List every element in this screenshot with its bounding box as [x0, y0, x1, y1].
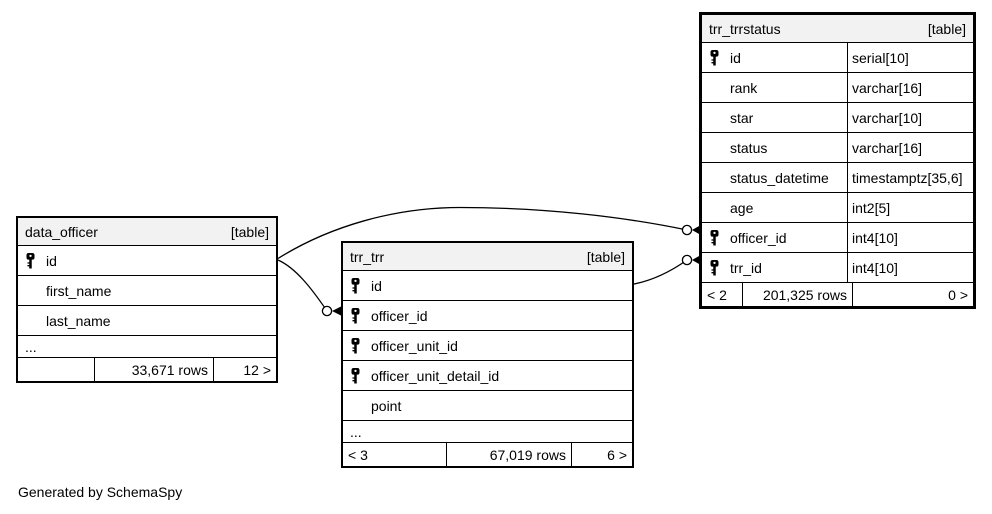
column-name: officer_unit_id: [371, 337, 458, 354]
primary-key-icon: [351, 277, 360, 294]
column-name: status_datetime: [730, 169, 829, 186]
column-row-age: age int2[5]: [702, 192, 973, 222]
edge-dataofficer-to-trrtrr-officerid: [277, 259, 328, 312]
column-name: officer_unit_detail_id: [371, 367, 500, 384]
column-row-officer-unit-detail-id: officer_unit_detail_id: [343, 360, 632, 390]
column-row-id: id serial[10]: [702, 42, 973, 72]
column-name: point: [371, 397, 402, 414]
table-name[interactable]: trr_trr: [350, 248, 385, 265]
zero-or-one-marker: [321, 305, 333, 317]
table-name[interactable]: data_officer: [25, 223, 98, 240]
footer-children-count: 12 >: [213, 358, 276, 381]
column-row-officer-id: officer_id: [343, 300, 632, 330]
table-footer: < 2 201,325 rows 0 >: [702, 282, 973, 306]
table-name[interactable]: trr_trrstatus: [709, 20, 781, 37]
column-name: first_name: [46, 282, 112, 299]
table-type-tag: [table]: [927, 20, 966, 37]
footer-parents-count: [18, 358, 94, 381]
column-row-id: id: [343, 270, 632, 300]
table-header: data_officer [table]: [18, 218, 276, 245]
column-type: varchar[10]: [847, 103, 973, 132]
footer-children-count: 0 >: [852, 283, 973, 306]
column-name: last_name: [46, 312, 111, 329]
foreign-key-icon: [710, 259, 719, 276]
foreign-key-icon: [710, 229, 719, 246]
footer-children-count: 6 >: [571, 443, 632, 466]
primary-key-icon: [710, 49, 719, 66]
table-header: trr_trrstatus [table]: [702, 15, 973, 42]
edge-trrtrr-to-trrstatus-trrid: [633, 259, 688, 285]
column-row-status-datetime: status_datetime timestamptz[35,6]: [702, 162, 973, 192]
foreign-key-icon: [351, 307, 360, 324]
column-name: officer_id: [371, 307, 428, 324]
footer-parents-count: < 3: [348, 446, 368, 463]
footer-parents-count: < 2: [707, 286, 727, 303]
column-name: trr_id: [730, 259, 762, 276]
foreign-key-icon: [351, 337, 360, 354]
footer-row-count: 67,019 rows: [446, 443, 571, 466]
table-footer: 33,671 rows 12 >: [18, 357, 276, 381]
column-row-point: point: [343, 390, 632, 420]
table-type-tag: [table]: [230, 223, 269, 240]
column-row-status: status varchar[16]: [702, 132, 973, 162]
column-type: serial[10]: [847, 43, 973, 72]
column-type: int2[5]: [847, 193, 973, 222]
zero-or-one-marker: [681, 224, 693, 236]
column-row-trr-id: trr_id int4[10]: [702, 252, 973, 282]
column-type: varchar[16]: [847, 73, 973, 102]
table-node-data-officer[interactable]: data_officer [table] id first_name last_…: [16, 216, 278, 383]
column-name: status: [730, 139, 768, 156]
column-row-officer-id: officer_id int4[10]: [702, 222, 973, 252]
column-type: varchar[16]: [847, 133, 973, 162]
column-row-star: star varchar[10]: [702, 102, 973, 132]
column-name: officer_id: [730, 229, 787, 246]
column-name: age: [730, 199, 754, 216]
column-name: rank: [730, 79, 758, 96]
zero-or-one-marker: [681, 254, 693, 266]
foreign-key-icon: [351, 367, 360, 384]
hidden-columns-ellipsis: ...: [343, 420, 632, 442]
table-header: trr_trr [table]: [343, 243, 632, 270]
footer-row-count: 201,325 rows: [742, 283, 852, 306]
column-name: id: [371, 277, 382, 294]
column-name: id: [46, 252, 57, 269]
generated-by-note: Generated by SchemaSpy: [18, 484, 183, 500]
column-row-officer-unit-id: officer_unit_id: [343, 330, 632, 360]
table-node-trr-trr[interactable]: trr_trr [table] id officer_id officer_un…: [341, 241, 634, 468]
column-name: id: [730, 49, 741, 66]
column-row-last-name: last_name: [18, 305, 276, 335]
primary-key-icon: [26, 252, 35, 269]
column-row-first-name: first_name: [18, 275, 276, 305]
table-footer: < 3 67,019 rows 6 >: [343, 442, 632, 466]
table-node-trr-trrstatus[interactable]: trr_trrstatus [table] id serial[10] rank…: [699, 12, 976, 309]
hidden-columns-ellipsis: ...: [18, 335, 276, 357]
column-type: timestamptz[35,6]: [847, 163, 973, 192]
column-row-id: id: [18, 245, 276, 275]
column-name: star: [730, 109, 754, 126]
column-type: int4[10]: [847, 223, 973, 252]
footer-row-count: 33,671 rows: [94, 358, 213, 381]
column-type: int4[10]: [847, 253, 973, 282]
table-type-tag: [table]: [586, 248, 625, 265]
column-row-rank: rank varchar[16]: [702, 72, 973, 102]
